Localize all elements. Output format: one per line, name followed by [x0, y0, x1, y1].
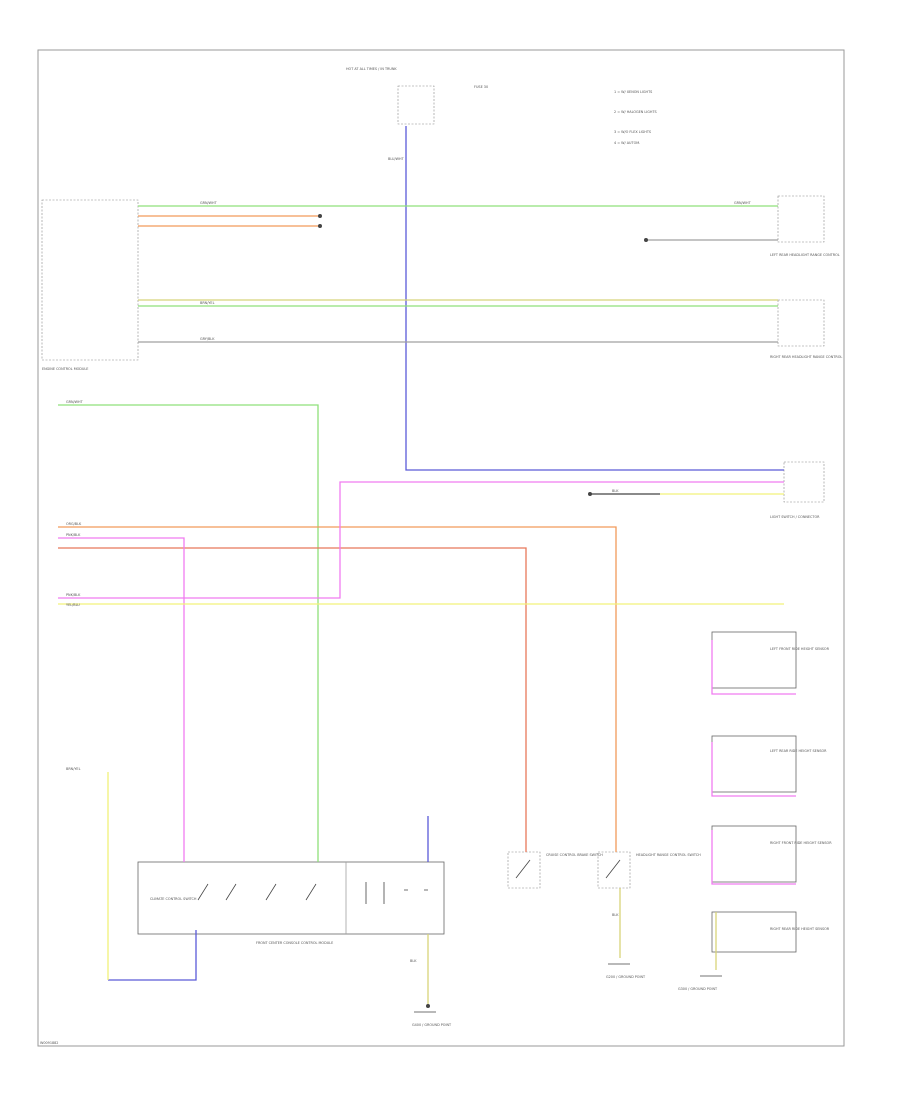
label-pink-2: PNK/BLK — [66, 593, 81, 597]
sensor-right-rear-label: RIGHT REAR RIDE HEIGHT SENSOR — [770, 927, 830, 931]
label-olive-left: BRN/YEL — [66, 767, 81, 771]
connector-right-outline — [783, 461, 825, 503]
wire-blue-bottom — [108, 930, 197, 981]
label-green-left: GRN/WHT — [66, 400, 84, 404]
label-black-console: BLK — [410, 959, 417, 963]
page-frame — [37, 49, 845, 1047]
splice-dot — [588, 492, 592, 496]
wire-pink-top — [58, 481, 784, 599]
brake-switch-label: CRUISE CONTROL BRAKE SWITCH — [546, 853, 603, 857]
ecm: ENGINE CONTROL MODULE — [41, 199, 139, 371]
front-module-inner-label: CLIMATE CONTROL SWITCH — [150, 897, 197, 901]
brake-switch: CRUISE CONTROL BRAKE SWITCH — [507, 851, 603, 889]
switch-mid-outline — [777, 299, 825, 347]
switch-top-label: LEFT REAR HEADLIGHT RANGE CONTROL — [770, 253, 840, 257]
splice-dot — [318, 214, 322, 218]
label-green: GRN/WHT — [200, 201, 218, 205]
switch-mid: RIGHT REAR HEADLIGHT RANGE CONTROL — [770, 299, 842, 359]
label-blue: BLU/WHT — [388, 157, 405, 161]
label-pink: PNK/BLK — [66, 533, 81, 537]
brake-switch-outline — [507, 851, 541, 889]
ground-1: G400 / GROUND POINT — [412, 1011, 452, 1027]
wire-pink-left — [58, 537, 185, 862]
label-orange: ORG/BLK — [66, 522, 82, 526]
switch-top-outline — [777, 195, 825, 243]
notes-block: 1 = W/ XENON LIGHTS 2 = W/ HALOGEN LIGHT… — [614, 90, 657, 145]
note-4: 4 = W/ AUTOM. — [614, 141, 640, 145]
ground-1-label: G400 / GROUND POINT — [412, 1023, 452, 1027]
sensor-right-rear-box — [711, 911, 797, 953]
connector-right-label: LIGHT SWITCH / CONNECTOR — [770, 515, 820, 519]
label-yellow: YEL/BLU — [66, 603, 80, 607]
ecm-outline — [41, 199, 139, 361]
splice-dot — [644, 238, 648, 242]
label-gray: GRY/BLK — [200, 337, 215, 341]
front-module-label: FRONT CENTER CONSOLE CONTROL MODULE — [256, 941, 333, 945]
note-2: 2 = W/ HALOGEN LIGHTS — [614, 110, 657, 114]
sensor-left-front: LEFT FRONT RIDE HEIGHT SENSOR — [711, 631, 830, 689]
splice-dot — [318, 224, 322, 228]
fuse-label: FUSE 30 — [474, 85, 488, 89]
wire-labels: GRN/WHT GRN/WHT BRN/YEL GRY/BLK GRN/WHT … — [66, 157, 752, 963]
label-black: BLK — [612, 489, 619, 493]
front-module-box — [137, 861, 445, 935]
label-green-right: GRN/WHT — [734, 201, 752, 205]
wire-green-left — [58, 404, 319, 862]
note-1: 1 = W/ XENON LIGHTS — [614, 90, 652, 94]
switch-top: LEFT REAR HEADLIGHT RANGE CONTROL — [770, 195, 840, 257]
sensor-left-front-label: LEFT FRONT RIDE HEIGHT SENSOR — [770, 647, 830, 651]
lamp-switch-contact — [605, 859, 621, 879]
front-module-switch-1 — [197, 883, 317, 901]
note-3: 3 = W/O FLEX LIGHTS — [614, 130, 651, 134]
ground-3-label: G300 / GROUND POINT — [678, 987, 718, 991]
label-olive: BRN/YEL — [200, 301, 215, 305]
splice-dot — [426, 1004, 430, 1008]
sensor-right-front-box — [711, 825, 797, 883]
wire-orange-long — [58, 526, 617, 852]
front-module-contacts — [365, 882, 428, 904]
brake-switch-contact — [515, 859, 531, 879]
splices — [318, 214, 648, 1008]
wire-redorange — [58, 547, 527, 852]
sensor-left-rear-box — [711, 735, 797, 793]
sensor-right-front: RIGHT FRONT RIDE HEIGHT SENSOR — [711, 825, 832, 883]
lamp-switch: HEADLIGHT RANGE CONTROL SWITCH — [597, 851, 701, 889]
fuse-block: HOT AT ALL TIMES / IN TRUNK FUSE 30 — [346, 67, 488, 125]
ecm-label: ENGINE CONTROL MODULE — [42, 367, 88, 371]
wires — [58, 126, 796, 1006]
page-code: W0091882 — [40, 1041, 58, 1045]
lamp-switch-outline — [597, 851, 631, 889]
wire-blue-main — [405, 126, 784, 471]
ground-3: G300 / GROUND POINT — [678, 975, 722, 991]
sensor-right-rear: RIGHT REAR RIDE HEIGHT SENSOR — [711, 911, 830, 953]
ground-2: G200 / GROUND POINT — [606, 963, 646, 979]
ground-2-label: G200 / GROUND POINT — [606, 975, 646, 979]
sensor-right-front-label: RIGHT FRONT RIDE HEIGHT SENSOR — [770, 841, 832, 845]
front-module: CLIMATE CONTROL SWITCH FRONT CENTER CONS… — [137, 861, 445, 945]
fuse-block-outline — [397, 85, 435, 125]
label-black-lamp: BLK — [612, 913, 619, 917]
wire-pink-sensor-lf — [711, 640, 796, 695]
lamp-switch-label: HEADLIGHT RANGE CONTROL SWITCH — [636, 853, 701, 857]
wire-pink-sensor-rf — [711, 830, 796, 885]
sensor-left-rear: LEFT REAR RIDE HEIGHT SENSOR — [711, 735, 827, 793]
switch-mid-label: RIGHT REAR HEADLIGHT RANGE CONTROL — [770, 355, 842, 359]
wire-pink-sensor-lr — [711, 742, 796, 797]
sensor-left-rear-label: LEFT REAR RIDE HEIGHT SENSOR — [770, 749, 827, 753]
sensor-left-front-box — [711, 631, 797, 689]
fuse-block-label: HOT AT ALL TIMES / IN TRUNK — [346, 67, 397, 71]
